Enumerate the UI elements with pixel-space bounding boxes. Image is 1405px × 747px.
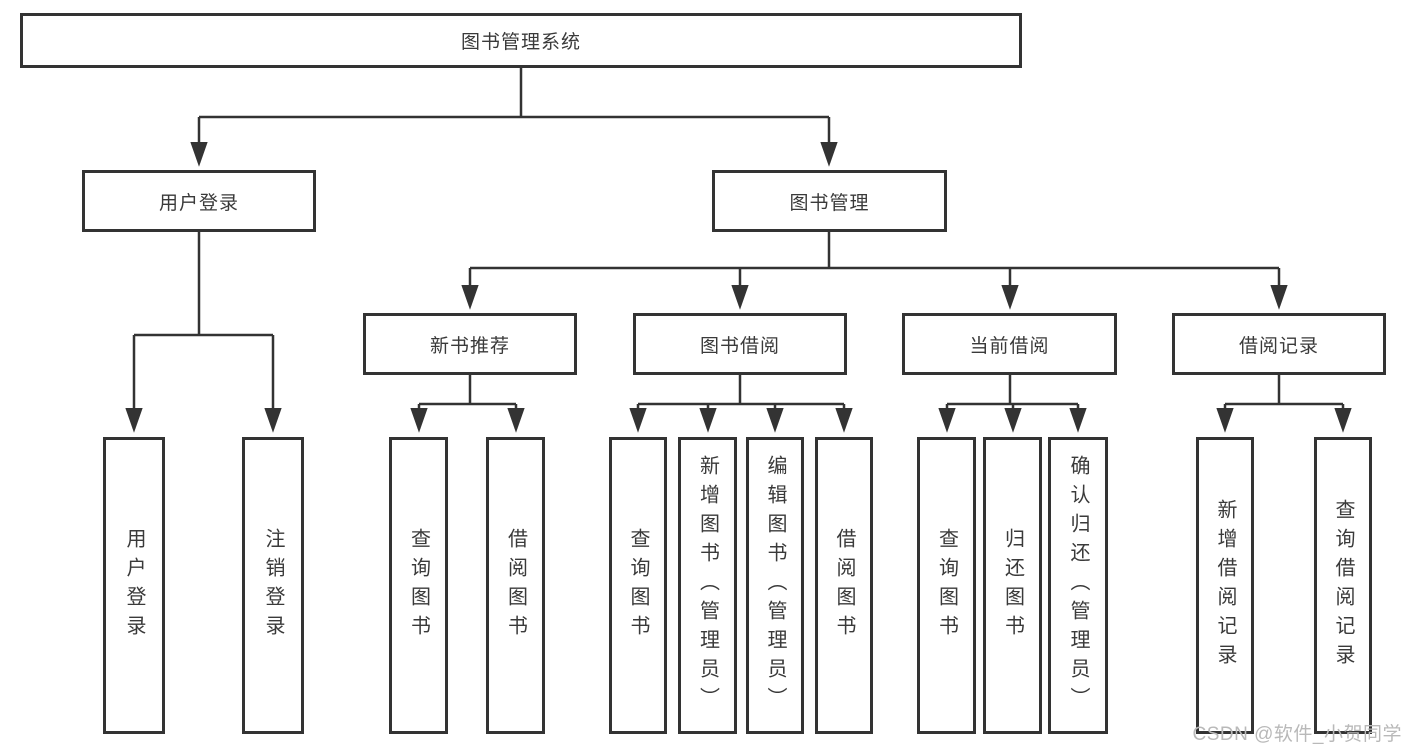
connector-borrow-records-stem [1225, 375, 1343, 406]
node-borrow-records: 借阅记录 [1172, 313, 1386, 375]
connector-user-login-stem [134, 232, 273, 337]
connector-root-stem [199, 68, 829, 119]
connector-new-book-stem [419, 375, 516, 406]
leaf-borrow-books-recommend: 借阅图书 [486, 437, 545, 734]
leaf-add-borrow-record: 新增借阅记录 [1196, 437, 1254, 734]
node-current-borrow: 当前借阅 [902, 313, 1117, 375]
leaf-query-books-recommend: 查询图书 [389, 437, 448, 734]
node-new-book-recommend: 新书推荐 [363, 313, 577, 375]
connector-book-management-stem [470, 232, 1279, 270]
node-book-management: 图书管理 [712, 170, 947, 232]
leaf-query-borrow-record: 查询借阅记录 [1314, 437, 1372, 734]
connector-book-borrow-stem [638, 375, 844, 406]
node-root-library-system: 图书管理系统 [20, 13, 1022, 68]
leaf-query-books-current: 查询图书 [917, 437, 976, 734]
node-book-borrow: 图书借阅 [633, 313, 847, 375]
leaf-query-books-borrow: 查询图书 [609, 437, 667, 734]
leaf-borrow-books: 借阅图书 [815, 437, 873, 734]
leaf-confirm-return-admin: 确认归还（管理员） [1048, 437, 1108, 734]
node-user-login: 用户登录 [82, 170, 316, 232]
leaf-edit-books-admin: 编辑图书（管理员） [746, 437, 804, 734]
csdn-watermark: CSDN @软件_小贺同学 [1192, 724, 1402, 745]
connector-current-borrow-stem [947, 375, 1078, 406]
leaf-return-books: 归还图书 [983, 437, 1042, 734]
leaf-user-login: 用户登录 [103, 437, 165, 734]
leaf-logout: 注销登录 [242, 437, 304, 734]
leaf-add-books-admin: 新增图书（管理员） [678, 437, 737, 734]
